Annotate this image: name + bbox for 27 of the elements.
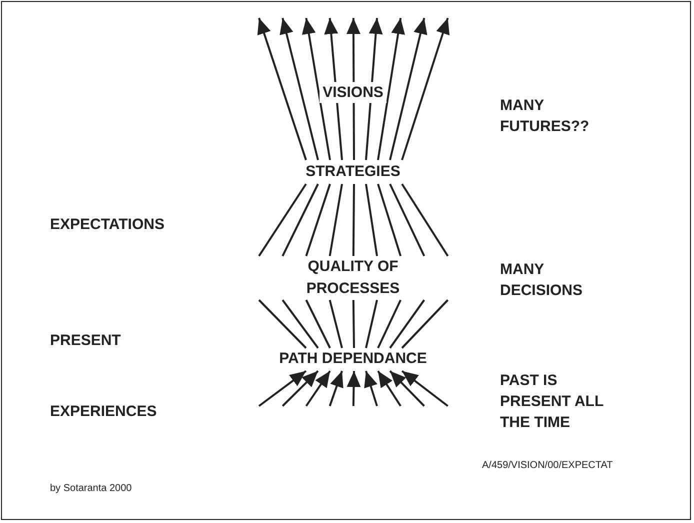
side-label: MANY FUTURES?? [500,96,590,137]
arrow [305,370,331,407]
arrow [346,370,361,406]
arrow [302,18,331,160]
stage-label: PATH DEPENDANCE [279,349,427,369]
arrow [389,18,428,160]
side-label: VISIONS [320,82,386,103]
note-text: A/459/VISION/00/EXPECTAT [482,460,614,472]
arrow [328,370,344,406]
arrow [377,18,405,160]
arrow [280,18,319,160]
arrow [401,18,450,160]
arrow [389,370,425,407]
arrow [377,370,402,407]
arrow [364,370,378,406]
arrow [282,370,319,407]
side-label: PAST IS PRESENT ALL THE TIME [500,371,604,433]
side-label: MANY DECISIONS [500,260,584,301]
arrow [401,370,448,407]
stage-label: QUALITY OF PROCESSES [305,257,401,299]
arrow [257,18,307,160]
side-label: PRESENT [50,331,122,351]
note-text: by Sotaranta 2000 [50,483,133,495]
side-label: EXPERIENCES [50,402,158,422]
stage-label: STRATEGIES [306,162,400,182]
side-label: EXPECTATIONS [50,215,166,235]
arrow [258,370,307,407]
